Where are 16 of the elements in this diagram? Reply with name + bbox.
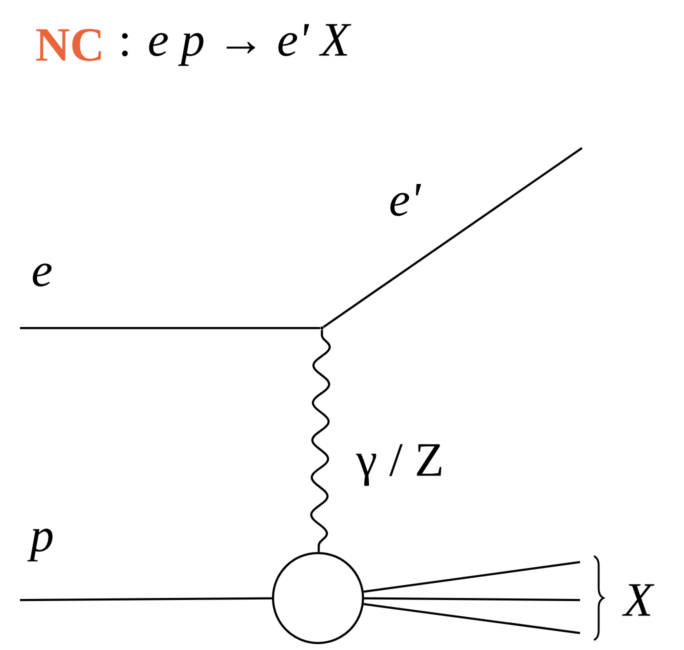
blob-circle <box>272 552 364 644</box>
particle-line <box>20 597 272 602</box>
title: NC <box>36 28 101 62</box>
particle-line <box>322 147 583 328</box>
edge-label: e' <box>390 184 422 216</box>
vertex <box>320 326 324 330</box>
particle-line <box>20 326 320 330</box>
reaction-equation: : e p → e' X <box>122 24 352 66</box>
photon-line <box>310 330 331 552</box>
edge-label: γ / Z <box>356 444 442 486</box>
particle-line <box>364 597 580 602</box>
edge-label: e <box>32 263 52 287</box>
particle-label: X <box>622 584 654 616</box>
edge-label: p <box>27 528 53 562</box>
particle-line <box>364 603 580 634</box>
particle-line <box>364 560 580 593</box>
